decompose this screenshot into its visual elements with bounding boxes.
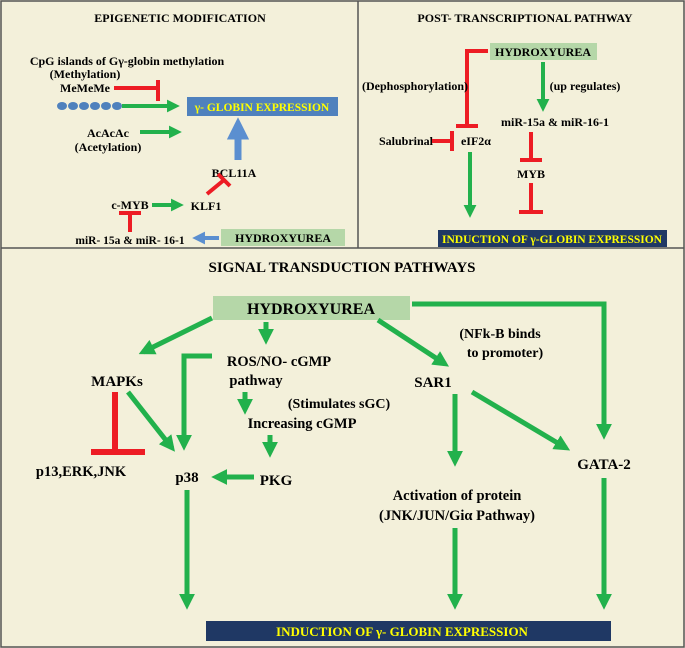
- methylation-label: (Methylation): [50, 67, 121, 81]
- klf1-label: KLF1: [191, 199, 222, 213]
- klf1-inhibit-line: [205, 178, 226, 196]
- p13-label: p13,ERK,JNK: [36, 464, 127, 480]
- epigenetic-title: EPIGENETIC MODIFICATION: [94, 11, 266, 25]
- nfkb-line2: to promoter): [467, 346, 544, 361]
- signal-title: SIGNAL TRANSDUCTION PATHWAYS: [208, 260, 475, 276]
- post-title: POST- TRANSCRIPTIONAL PATHWAY: [417, 11, 632, 25]
- methylation-dots: [57, 102, 122, 110]
- post-hydroxyurea-label: HYDROXYUREA: [495, 45, 591, 59]
- sar1-label: SAR1: [414, 375, 452, 391]
- meme-label: MeMeMe: [60, 81, 111, 95]
- hu-mapks-arrow: [138, 315, 214, 355]
- hu-sar1-arrow: [376, 317, 450, 367]
- ros-line1: ROS/NO- cGMP: [227, 354, 331, 370]
- pkg-label: PKG: [260, 473, 293, 489]
- post-induction-box: [438, 230, 667, 247]
- signal-hydroxyurea-label: HYDROXYUREA: [247, 301, 375, 318]
- hu-eif2a-inhibit-line: [465, 49, 488, 126]
- mir-label: miR- 15a & miR- 16-1: [75, 235, 184, 247]
- post-hydroxyurea-box: [490, 43, 597, 60]
- signal-induction-box: [206, 621, 611, 641]
- acetylation-label: (Acetylation): [75, 140, 142, 154]
- nfkb-line1: (NFk-B binds: [459, 327, 541, 342]
- hu-gata2-arrow: [412, 301, 613, 440]
- ros-p38-arrow: [175, 353, 212, 451]
- cmyb-label: c-MYB: [111, 198, 148, 212]
- epi-hydroxyurea-label: HYDROXYUREA: [235, 231, 331, 245]
- mapks-label: MAPKs: [91, 374, 143, 390]
- sgc-label: (Stimulates sGC): [288, 397, 391, 412]
- gamma-globin-label: γ- GLOBIN EXPRESSION: [194, 102, 330, 114]
- dephos-label: (Dephosphorylation): [362, 79, 468, 93]
- klf1-inhibit-bar: [216, 172, 232, 188]
- activation-line2: (JNK/JUN/Giα Pathway): [379, 508, 535, 524]
- myb-label: MYB: [517, 167, 545, 181]
- epi-hydroxyurea-box: [221, 229, 345, 246]
- p38-label: p38: [175, 470, 198, 486]
- post-induction-label: INDUCTION OF γ-GLOBIN EXPRESSION: [442, 234, 663, 246]
- upreg-label: (up regulates): [550, 79, 621, 93]
- bcl11a-label: BCL11A: [212, 166, 257, 180]
- post-mir-label: miR-15a & miR-16-1: [501, 115, 609, 129]
- activation-line1: Activation of protein: [393, 488, 522, 504]
- signal-induction-label: INDUCTION OF γ- GLOBIN EXPRESSION: [276, 624, 529, 639]
- eif2a-label: eIF2α: [461, 134, 491, 148]
- cpg-label: CpG islands of Gγ-globin methylation: [30, 54, 225, 68]
- ros-line2: pathway: [229, 373, 283, 389]
- salubrinal-label: Salubrinal: [379, 134, 434, 148]
- signal-hydroxyurea-box: [213, 296, 410, 320]
- acetyl-label: AcAcAc: [87, 126, 130, 140]
- gamma-globin-box: [187, 97, 338, 116]
- sar1-gata2-arrow: [470, 389, 571, 451]
- gata2-label: GATA-2: [577, 457, 631, 473]
- mapks-p38-arrow: [126, 390, 175, 452]
- increasing-label: Increasing cGMP: [248, 416, 357, 432]
